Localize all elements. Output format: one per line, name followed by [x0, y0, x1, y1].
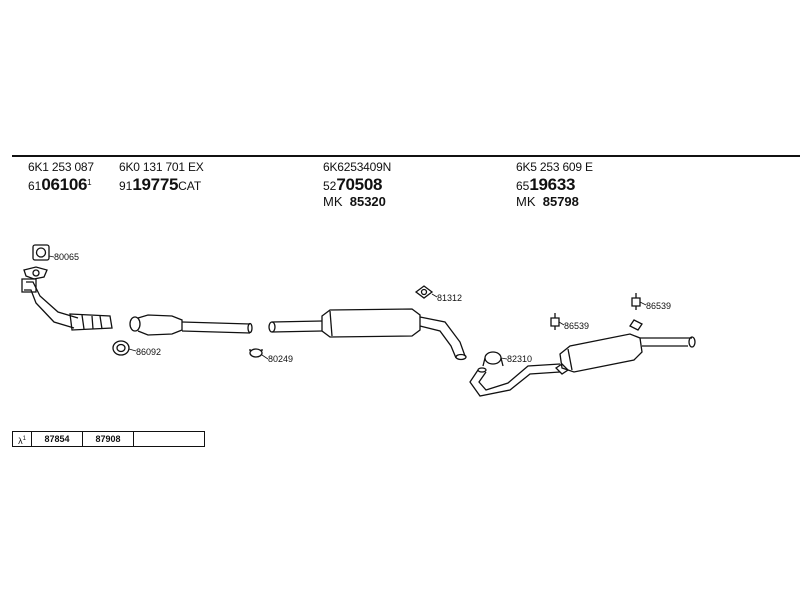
part-block-rear-silencer: 6K5 253 609 E 6519633 MK 85798 [516, 160, 593, 209]
part-number: 9119775CAT [119, 175, 202, 194]
oe-number: 6K6253409N [323, 160, 392, 174]
flange-gasket-icon [23, 266, 48, 280]
label-81312: 81312 [437, 293, 462, 303]
part-number: 6519633 [516, 175, 576, 194]
header-rule [12, 155, 800, 157]
footer-cell: 87854 [32, 432, 83, 446]
label-86092: 86092 [136, 347, 161, 357]
oe-number: 6K5 253 609 E [516, 160, 593, 174]
oe-number: 6K1 253 087 [28, 160, 94, 174]
mounting-kit: MK 85320 [323, 194, 386, 209]
mounting-kit: MK 85798 [516, 194, 579, 209]
catalytic-converter-icon [129, 314, 253, 336]
footer-cell [134, 432, 204, 446]
part-block-middle-silencer: 6K6253409N 5270508 MK 85320 [323, 160, 391, 209]
ring-86092-icon [112, 340, 130, 356]
clamp-82310-icon [482, 351, 504, 367]
oe-number: 6K0 131 701 EX [119, 160, 204, 174]
mount-86539-icon [629, 293, 643, 331]
rear-hanger-icon [554, 363, 570, 375]
middle-silencer-icon [268, 308, 467, 361]
part-number: 61061061 [28, 175, 92, 194]
clamp-80249-icon [249, 348, 263, 358]
lambda-symbol: λ1 [13, 432, 32, 446]
footer-table: λ1 87854 87908 [12, 431, 205, 447]
hanger-81312-icon [414, 285, 434, 299]
rear-silencer-icon [469, 333, 696, 397]
part-block-catalyst: 6K0 131 701 EX 9119775CAT [119, 160, 204, 195]
footer-cell: 87908 [83, 432, 134, 446]
gasket-80065-icon [32, 244, 50, 261]
label-86539-upper: 86539 [646, 301, 671, 311]
label-80065: 80065 [54, 252, 79, 262]
part-block-downpipe: 6K1 253 087 61061061 [28, 160, 94, 195]
label-82310: 82310 [507, 354, 532, 364]
part-number: 5270508 [323, 175, 383, 194]
downpipe-icon [21, 278, 113, 331]
label-86539-lower: 86539 [564, 321, 589, 331]
mount-86539-icon [550, 313, 560, 330]
label-80249: 80249 [268, 354, 293, 364]
